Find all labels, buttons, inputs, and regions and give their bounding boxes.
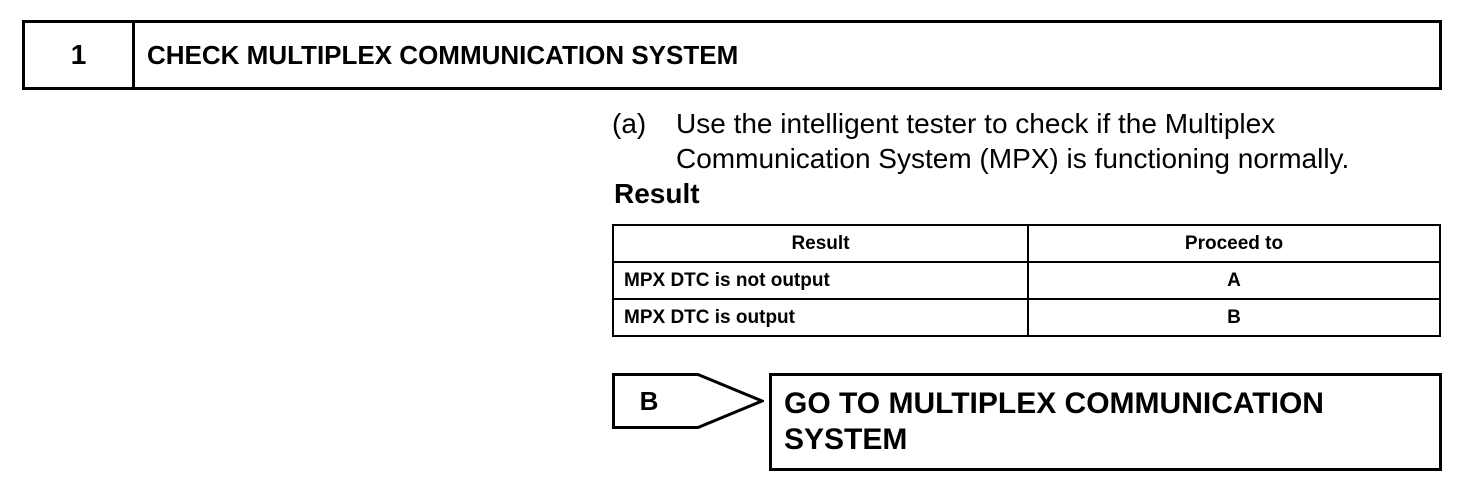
goto-action-box: GO TO MULTIPLEX COMMUNICATION SYSTEM [769,373,1442,471]
branch-letter: B [639,385,659,416]
table-row: MPX DTC is output B [612,298,1441,337]
result-table: Result Proceed to MPX DTC is not output … [612,224,1441,337]
instruction-text: Use the intelligent tester to check if t… [676,108,1350,174]
branch-arrow-icon [612,373,764,429]
column-header-proceed-to: Proceed to [1027,224,1441,263]
table-header-row: Result Proceed to [612,224,1441,263]
table-cell-result: MPX DTC is output [612,298,1029,337]
table-cell-proceed-to: B [1027,298,1441,337]
result-heading: Result [614,178,700,209]
instruction: (a) Use the intelligent tester to check … [612,106,1452,176]
table-cell-proceed-to: A [1027,261,1441,300]
column-header-result: Result [612,224,1029,263]
table-row: MPX DTC is not output A [612,261,1441,300]
step-number: 1 [25,23,135,87]
instruction-marker: (a) [612,108,647,139]
step-title: CHECK MULTIPLEX COMMUNICATION SYSTEM [147,39,739,70]
table-cell-result: MPX DTC is not output [612,261,1029,300]
step-header: 1 CHECK MULTIPLEX COMMUNICATION SYSTEM [22,20,1442,90]
